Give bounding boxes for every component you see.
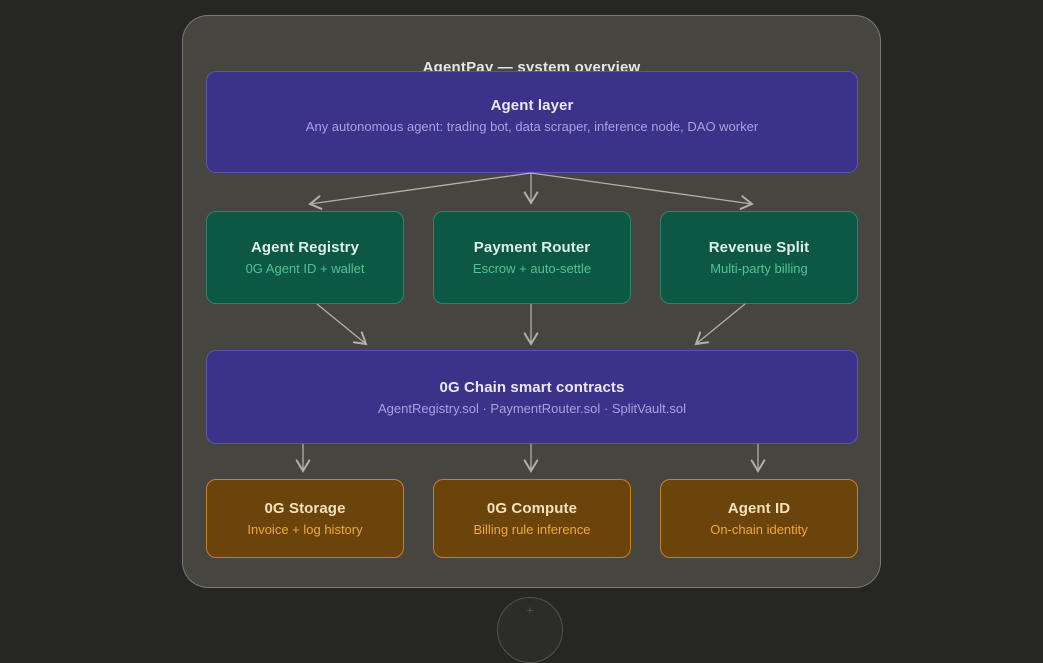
node-subtitle: 0G Agent ID + wallet <box>245 261 365 276</box>
node-og-storage: 0G Storage Invoice + log history <box>206 479 404 558</box>
floating-action-button[interactable]: + <box>497 597 563 663</box>
node-subtitle: Any autonomous agent: trading bot, data … <box>305 118 759 134</box>
node-subtitle: Invoice + log history <box>247 522 363 537</box>
node-subtitle: AgentRegistry.sol · PaymentRouter.sol · … <box>377 400 687 416</box>
node-subtitle: Escrow + auto-settle <box>472 261 592 276</box>
node-title: Payment Router <box>473 239 591 256</box>
node-title: Agent ID <box>727 500 791 517</box>
node-title: Revenue Split <box>708 239 810 256</box>
node-revenue-split: Revenue Split Multi-party billing <box>660 211 858 304</box>
node-title: 0G Chain smart contracts <box>439 378 625 396</box>
node-subtitle: On-chain identity <box>710 522 808 537</box>
node-subtitle: Billing rule inference <box>473 522 591 537</box>
plus-icon: + <box>526 605 534 617</box>
node-og-compute: 0G Compute Billing rule inference <box>433 479 631 558</box>
node-payment-router: Payment Router Escrow + auto-settle <box>433 211 631 304</box>
diagram-canvas: AgentPay — system overview Agent layer A… <box>182 15 881 588</box>
node-agent-registry: Agent Registry 0G Agent ID + wallet <box>206 211 404 304</box>
node-agent-id: Agent ID On-chain identity <box>660 479 858 558</box>
node-title: Agent Registry <box>250 239 360 256</box>
node-title: 0G Compute <box>486 500 578 517</box>
node-title: 0G Storage <box>264 500 346 517</box>
node-subtitle: Multi-party billing <box>710 261 808 276</box>
node-agent-layer: Agent layer Any autonomous agent: tradin… <box>206 71 858 173</box>
node-chain-contracts: 0G Chain smart contracts AgentRegistry.s… <box>206 350 858 444</box>
node-title: Agent layer <box>490 96 574 114</box>
